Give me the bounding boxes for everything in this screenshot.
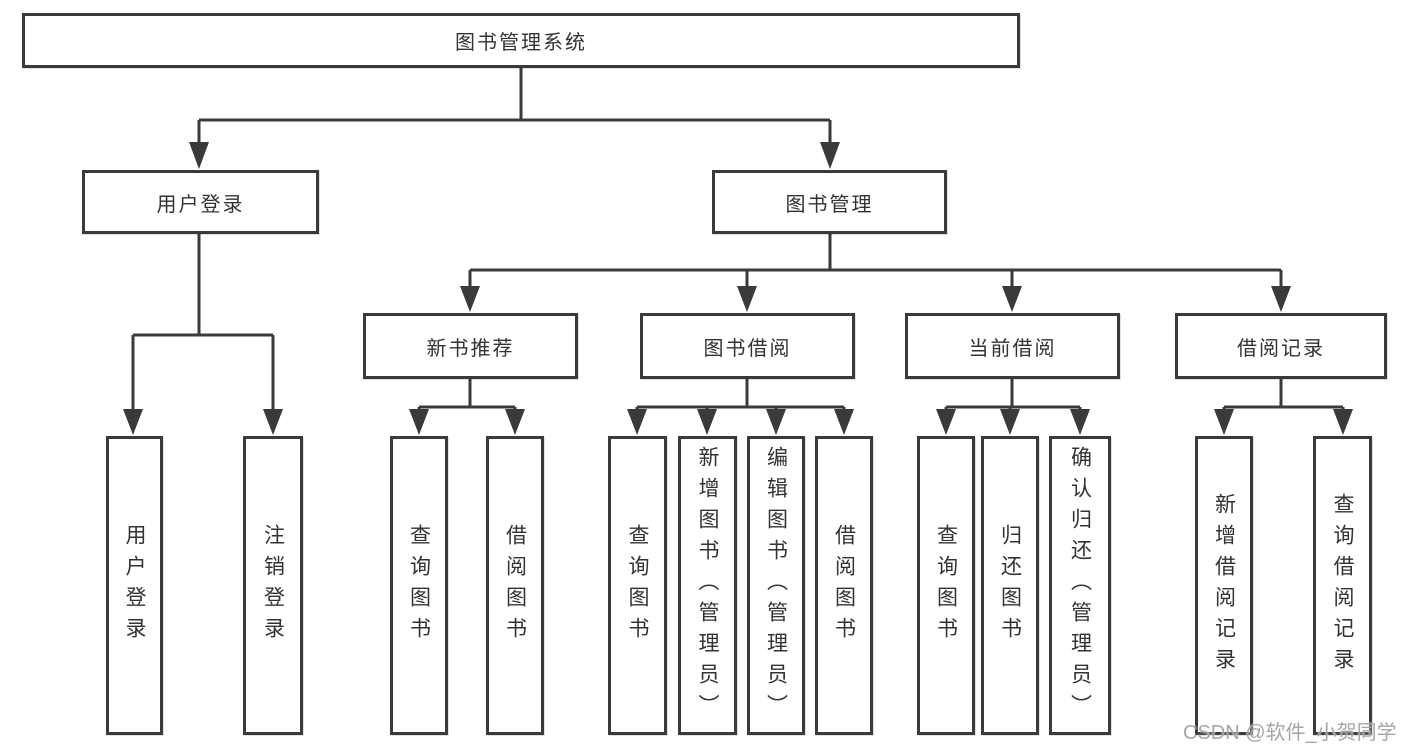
node-label: 用户登录 — [156, 193, 245, 216]
leaf-add-borrow-record: 新增借阅记录 — [1195, 436, 1253, 735]
node-label: 新书推荐 — [426, 337, 515, 360]
node-library-management-system: 图书管理系统 — [22, 13, 1020, 68]
node-current-borrowing: 当前借阅 — [905, 313, 1120, 379]
node-book-borrowing: 图书借阅 — [640, 313, 855, 379]
leaf-query-borrow-record: 查询借阅记录 — [1313, 436, 1372, 735]
leaf-label: 借阅图书 — [832, 523, 856, 648]
leaf-label: 查询借阅记录 — [1331, 492, 1354, 679]
leaf-borrow-books: 借阅图书 — [815, 436, 873, 735]
leaf-label: 确认归还（管理员） — [1068, 446, 1092, 725]
node-new-book-recommendation: 新书推荐 — [363, 313, 578, 379]
node-label: 图书管理 — [785, 193, 874, 216]
node-borrowing-records: 借阅记录 — [1175, 313, 1387, 379]
leaf-query-books: 查询图书 — [390, 436, 448, 735]
leaf-label: 查询图书 — [407, 523, 431, 648]
leaf-label: 借阅图书 — [503, 523, 527, 648]
leaf-label: 新增图书（管理员） — [696, 446, 719, 725]
leaf-label: 注销登录 — [261, 523, 285, 648]
csdn-watermark: CSDN @软件_小贺同学 — [1183, 722, 1397, 744]
leaf-label: 编辑图书（管理员） — [764, 446, 788, 725]
node-label: 图书管理系统 — [455, 32, 587, 54]
node-label: 当前借阅 — [968, 337, 1057, 360]
leaf-query-books: 查询图书 — [917, 436, 975, 735]
leaf-return-books: 归还图书 — [981, 436, 1039, 735]
leaf-label: 归还图书 — [998, 523, 1022, 648]
node-book-management: 图书管理 — [712, 170, 947, 234]
leaf-logout: 注销登录 — [243, 436, 303, 735]
node-user-login: 用户登录 — [82, 170, 319, 234]
leaf-label: 查询图书 — [934, 523, 958, 648]
leaf-add-books-admin: 新增图书（管理员） — [678, 436, 737, 735]
leaf-edit-books-admin: 编辑图书（管理员） — [747, 436, 805, 735]
leaf-label: 新增借阅记录 — [1212, 492, 1236, 679]
arrowhead-icons — [123, 142, 1353, 435]
leaf-label: 用户登录 — [123, 523, 146, 648]
node-label: 图书借阅 — [703, 337, 792, 360]
leaf-query-books: 查询图书 — [608, 436, 667, 735]
leaf-borrow-books: 借阅图书 — [486, 436, 544, 735]
leaf-label: 查询图书 — [626, 523, 649, 648]
node-label: 借阅记录 — [1237, 337, 1325, 360]
leaf-user-login: 用户登录 — [106, 436, 163, 735]
leaf-confirm-return-admin: 确认归还（管理员） — [1049, 436, 1111, 735]
